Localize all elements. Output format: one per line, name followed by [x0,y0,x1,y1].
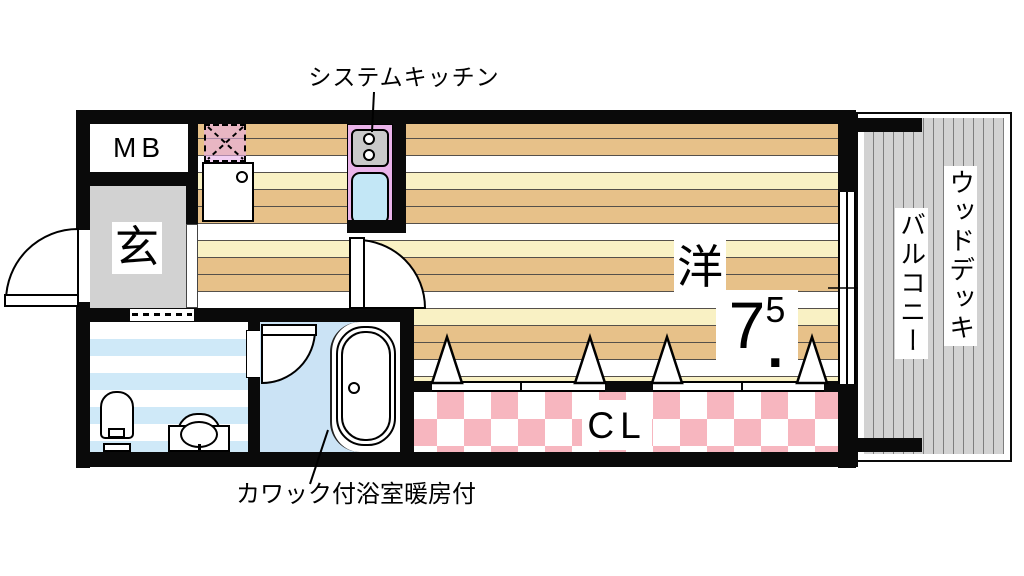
left-wall-segment [76,110,90,230]
balcony-label: バルコニー [895,208,928,359]
bathroom-block-top-wall [76,308,414,322]
toilet-base [103,443,131,452]
left-wall-segment [76,302,90,468]
vanity-tap [198,444,201,452]
closet-track-divider [741,383,743,390]
system-kitchen-label: システムキッチン [308,63,500,90]
washroom-threshold [130,309,194,321]
right-wall-segment [838,110,856,192]
closet-track-wall-segment [824,381,840,392]
vanity-basin-icon [180,421,218,448]
balcony-wall-stub [852,118,922,132]
meter-box-bottom-wall [76,172,198,186]
window-sash-line [846,192,848,384]
entrance-step [186,224,198,308]
room-size-label: 7 5 . [716,288,798,380]
threshold-dashes [132,313,192,316]
right-wall-segment [838,384,856,468]
closet-track-wall-segment [410,381,432,392]
appliance-knob-icon [236,171,248,183]
meter-box-label: MB [113,132,165,163]
kitchen-partition-wall [393,110,406,233]
closet-track-wall-segment [605,381,653,392]
kitchen-partition-stub [347,220,406,233]
bath-note-label: カワック付浴室暖房付 [236,481,476,508]
room-size-dot: . [767,315,784,380]
meter-box-right-wall [188,110,198,186]
entrance-label: 玄 [112,222,162,274]
stove-icon [351,129,389,167]
room-size-int: 7 [728,288,766,362]
main-room-label: 洋 [674,240,726,294]
closet-track-divider [520,383,522,390]
burner-icon [363,149,375,161]
toilet-seat-hinge [108,428,125,438]
balcony-wall-stub [852,438,922,452]
bathtub-drain-icon [348,382,360,394]
entrance-door-leaf-icon [4,294,79,307]
top-wall [76,110,856,124]
counter-appliance [202,162,254,222]
bathroom-block-right-wall [400,308,414,452]
meter-box [90,124,188,172]
washing-machine-space [204,124,246,162]
bathtub-icon [336,326,396,446]
closet-label: CL [582,400,652,450]
entrance-step-wall [186,186,198,226]
bathtub-inner-rim [341,331,391,441]
entrance-door-swing-arc-icon [4,227,79,302]
wood-deck-floor [864,118,1004,454]
bottom-wall [76,452,858,467]
balcony-window [838,192,856,384]
room-size-frac: 5 [765,289,786,330]
kitchen-sink-icon [351,172,389,225]
wood-deck-label: ウッドデッキ [944,166,977,346]
burner-icon [363,133,375,145]
